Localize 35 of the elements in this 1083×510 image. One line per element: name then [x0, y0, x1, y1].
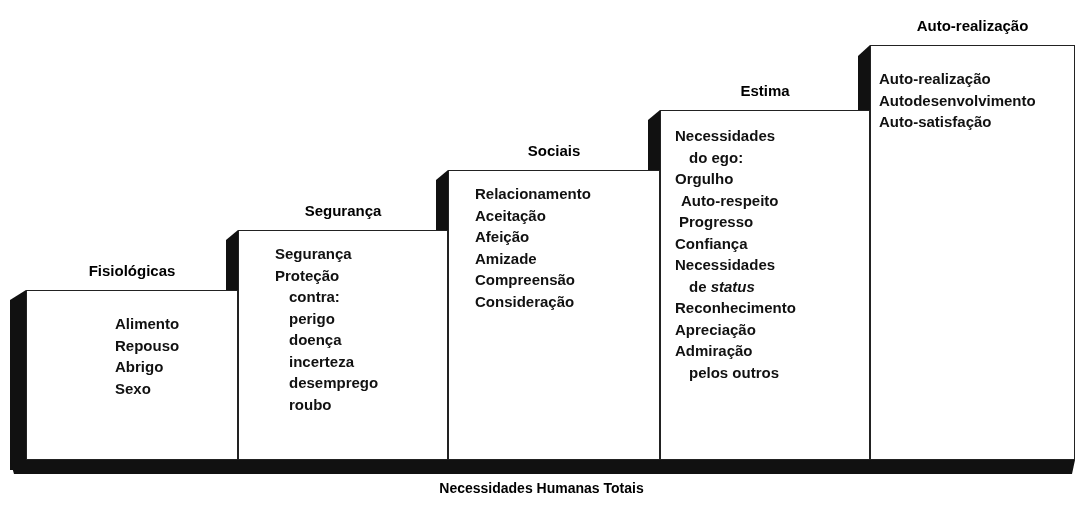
need-item: desemprego [289, 373, 380, 393]
need-item: Necessidades de status [675, 255, 777, 297]
need-item: Repouso [115, 335, 181, 356]
caption: Necessidades Humanas Totais [438, 480, 645, 496]
need-item: Auto-satisfação [879, 112, 993, 132]
need-item: incerteza [289, 351, 356, 372]
need-item: Abrigo [115, 357, 165, 377]
need-item: Amizade [475, 248, 538, 269]
level-heading: Auto-realização [915, 17, 1030, 34]
need-item: Compreensão [475, 270, 577, 290]
need-item: Proteção contra: [275, 265, 341, 307]
need-item: Sexo [115, 378, 152, 399]
need-item: Auto-realização [879, 69, 992, 89]
need-item: Auto-respeito [681, 190, 780, 211]
need-item: perigo [289, 308, 336, 329]
need-item: Reconhecimento [675, 298, 797, 318]
need-item: Apreciação [675, 319, 757, 340]
need-item: roubo [289, 394, 333, 415]
need-item: Confiança [675, 233, 749, 254]
need-item: doença [289, 330, 343, 350]
level-heading: Segurança [303, 202, 383, 219]
need-item: Orgulho [675, 169, 735, 189]
need-item: Autodesenvolvimento [879, 90, 1037, 111]
level-heading: Estima [739, 82, 791, 99]
need-item: Progresso [679, 212, 755, 232]
level-heading: Fisiológicas [87, 262, 177, 279]
level-heading: Sociais [526, 142, 582, 159]
need-item: Afeição [475, 227, 531, 247]
need-item: Necessidades do ego: [675, 126, 777, 168]
need-item: Admiração pelos outros [675, 341, 780, 383]
need-item: Consideração [475, 291, 576, 312]
need-item: Segurança [275, 244, 353, 264]
need-item: Alimento [115, 314, 181, 334]
need-item: Relacionamento [475, 184, 592, 204]
need-item: Aceitação [475, 205, 547, 226]
